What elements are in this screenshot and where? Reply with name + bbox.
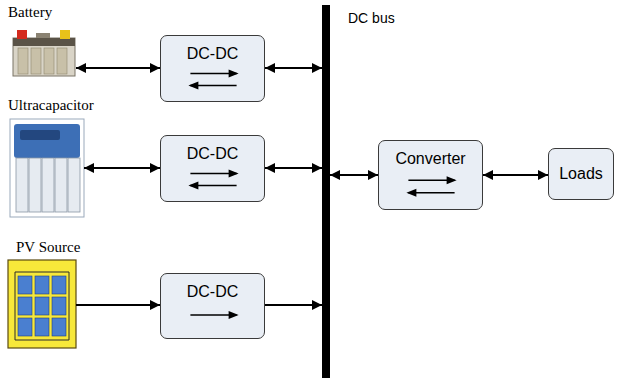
load-box: Loads: [548, 148, 614, 200]
battery-picture: [13, 30, 75, 76]
power-flow-arrow: [76, 304, 160, 306]
power-flow-arrow: [265, 167, 322, 169]
power-flow-arrow: [265, 304, 322, 306]
box-label: Loads: [559, 165, 603, 183]
pv-panel-picture: [8, 260, 76, 348]
direction-head: [447, 176, 457, 184]
converter-box: DC-DC: [160, 35, 265, 102]
component-label: Ultracapacitor: [8, 97, 94, 114]
converter-box: DC-DC: [160, 273, 265, 339]
component-label: DC bus: [348, 10, 395, 26]
converter-box: Converter: [378, 140, 483, 210]
component-label: PV Source: [16, 239, 80, 256]
battery-image: Battery: [12, 30, 76, 76]
pv-source-image: PV Source: [8, 260, 76, 348]
power-flow-arrow: [84, 167, 160, 169]
box-label: DC-DC: [161, 36, 264, 63]
direction-head: [188, 82, 198, 90]
power-flow-arrow: [265, 67, 322, 69]
direction-head: [406, 189, 416, 197]
dc-bus-bar: DC bus: [322, 5, 330, 378]
converter-box: DC-DC: [160, 135, 265, 202]
direction-head: [229, 311, 239, 319]
component-label: Battery: [8, 4, 52, 21]
box-label: Converter: [379, 141, 482, 168]
ultracapacitor-image: Ultracapacitor: [10, 119, 84, 217]
ultracapacitor-picture: [10, 119, 84, 217]
direction-head: [188, 182, 198, 190]
direction-head: [229, 70, 239, 78]
direction-head: [229, 170, 239, 178]
power-flow-arrow: [76, 67, 160, 69]
power-flow-arrow: [483, 174, 548, 176]
power-flow-arrow: [330, 174, 378, 176]
box-label: DC-DC: [161, 136, 264, 163]
box-label: DC-DC: [161, 274, 264, 301]
